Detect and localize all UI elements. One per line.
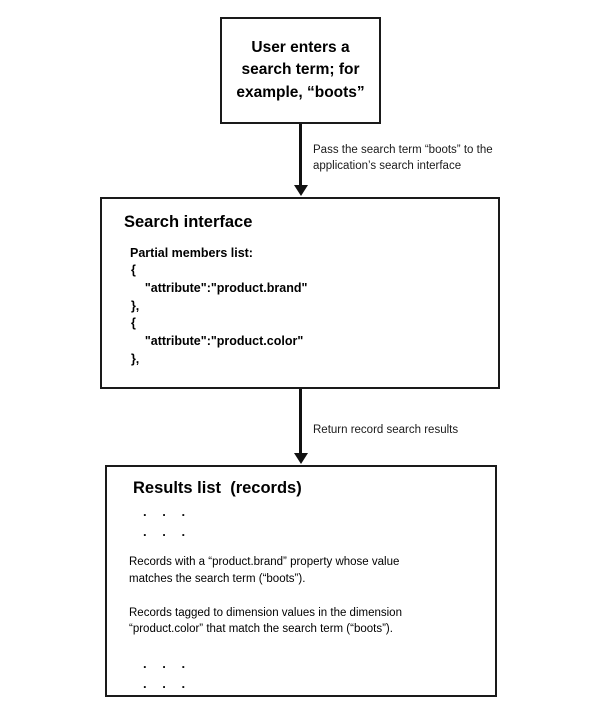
node-user-input: User enters a search term; for example, … (220, 17, 381, 124)
ellipsis-row: . . . (143, 655, 192, 671)
results-list-heading: Results list (records) (133, 479, 302, 497)
partial-members-code-block: { "attribute":"product.brand" }, { "attr… (124, 262, 498, 369)
node-search-interface: Search interface Partial members list: {… (100, 197, 500, 389)
search-interface-heading: Search interface (124, 213, 253, 231)
code-line: }, (124, 351, 140, 366)
ellipsis-row: . . . (143, 524, 192, 540)
results-paragraph-color: Records tagged to dimension values in th… (129, 606, 402, 636)
ellipsis-row: . . . (143, 676, 192, 692)
arrow-search-to-results (299, 389, 302, 455)
partial-members-list-label: Partial members list: (130, 246, 253, 260)
node-user-input-text: User enters a search term; for example, … (236, 38, 365, 101)
arrow-user-to-search (299, 124, 302, 187)
code-line: { (124, 263, 136, 277)
code-line: "attribute":"product.brand" (124, 280, 308, 295)
node-results-list: Results list (records) . . . . . . Recor… (105, 465, 497, 697)
arrow-label-pass-search-term: Pass the search term “boots” to the appl… (313, 144, 493, 173)
arrow-label-return-results: Return record search results (313, 424, 459, 436)
code-line: { (124, 316, 136, 331)
results-paragraph-brand: Records with a “product.brand” property … (129, 556, 400, 585)
code-line: "attribute":"product.color" (124, 334, 304, 348)
code-line: }, (124, 298, 140, 313)
ellipsis-row: . . . (143, 504, 192, 519)
